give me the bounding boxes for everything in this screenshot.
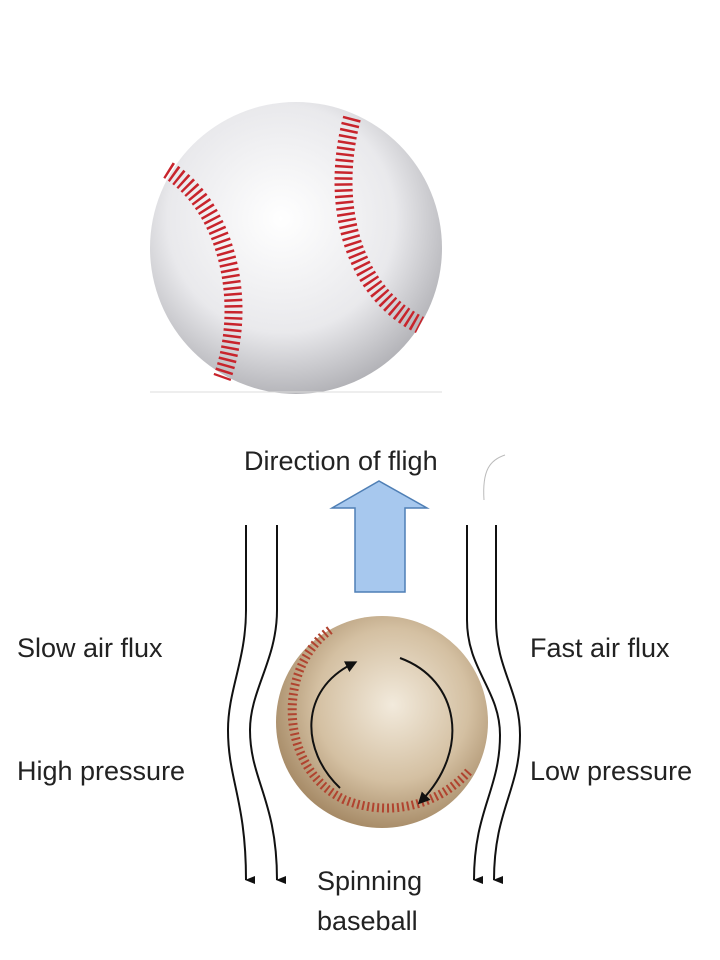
spinning-baseball (276, 616, 488, 828)
diagram-title: Direction of fligh (244, 446, 438, 476)
baseball-illustration (150, 102, 442, 394)
right-label-low-pressure: Low pressure (530, 756, 693, 786)
ball-caption-line1: Spinning (317, 866, 423, 896)
right-label-fast-air: Fast air flux (530, 633, 670, 663)
left-label-high-pressure: High pressure (17, 756, 186, 786)
spin-arrow-left (310, 661, 358, 789)
airflow-streamlines-left (226, 525, 287, 884)
flight-direction-arrow (329, 480, 430, 593)
spin-arrow-right (399, 657, 454, 805)
ball-caption-line2: baseball (317, 906, 418, 936)
airflow-streamlines-right (466, 525, 522, 885)
left-label-slow-air: Slow air flux (17, 633, 163, 663)
artifact-curve (483, 454, 506, 501)
